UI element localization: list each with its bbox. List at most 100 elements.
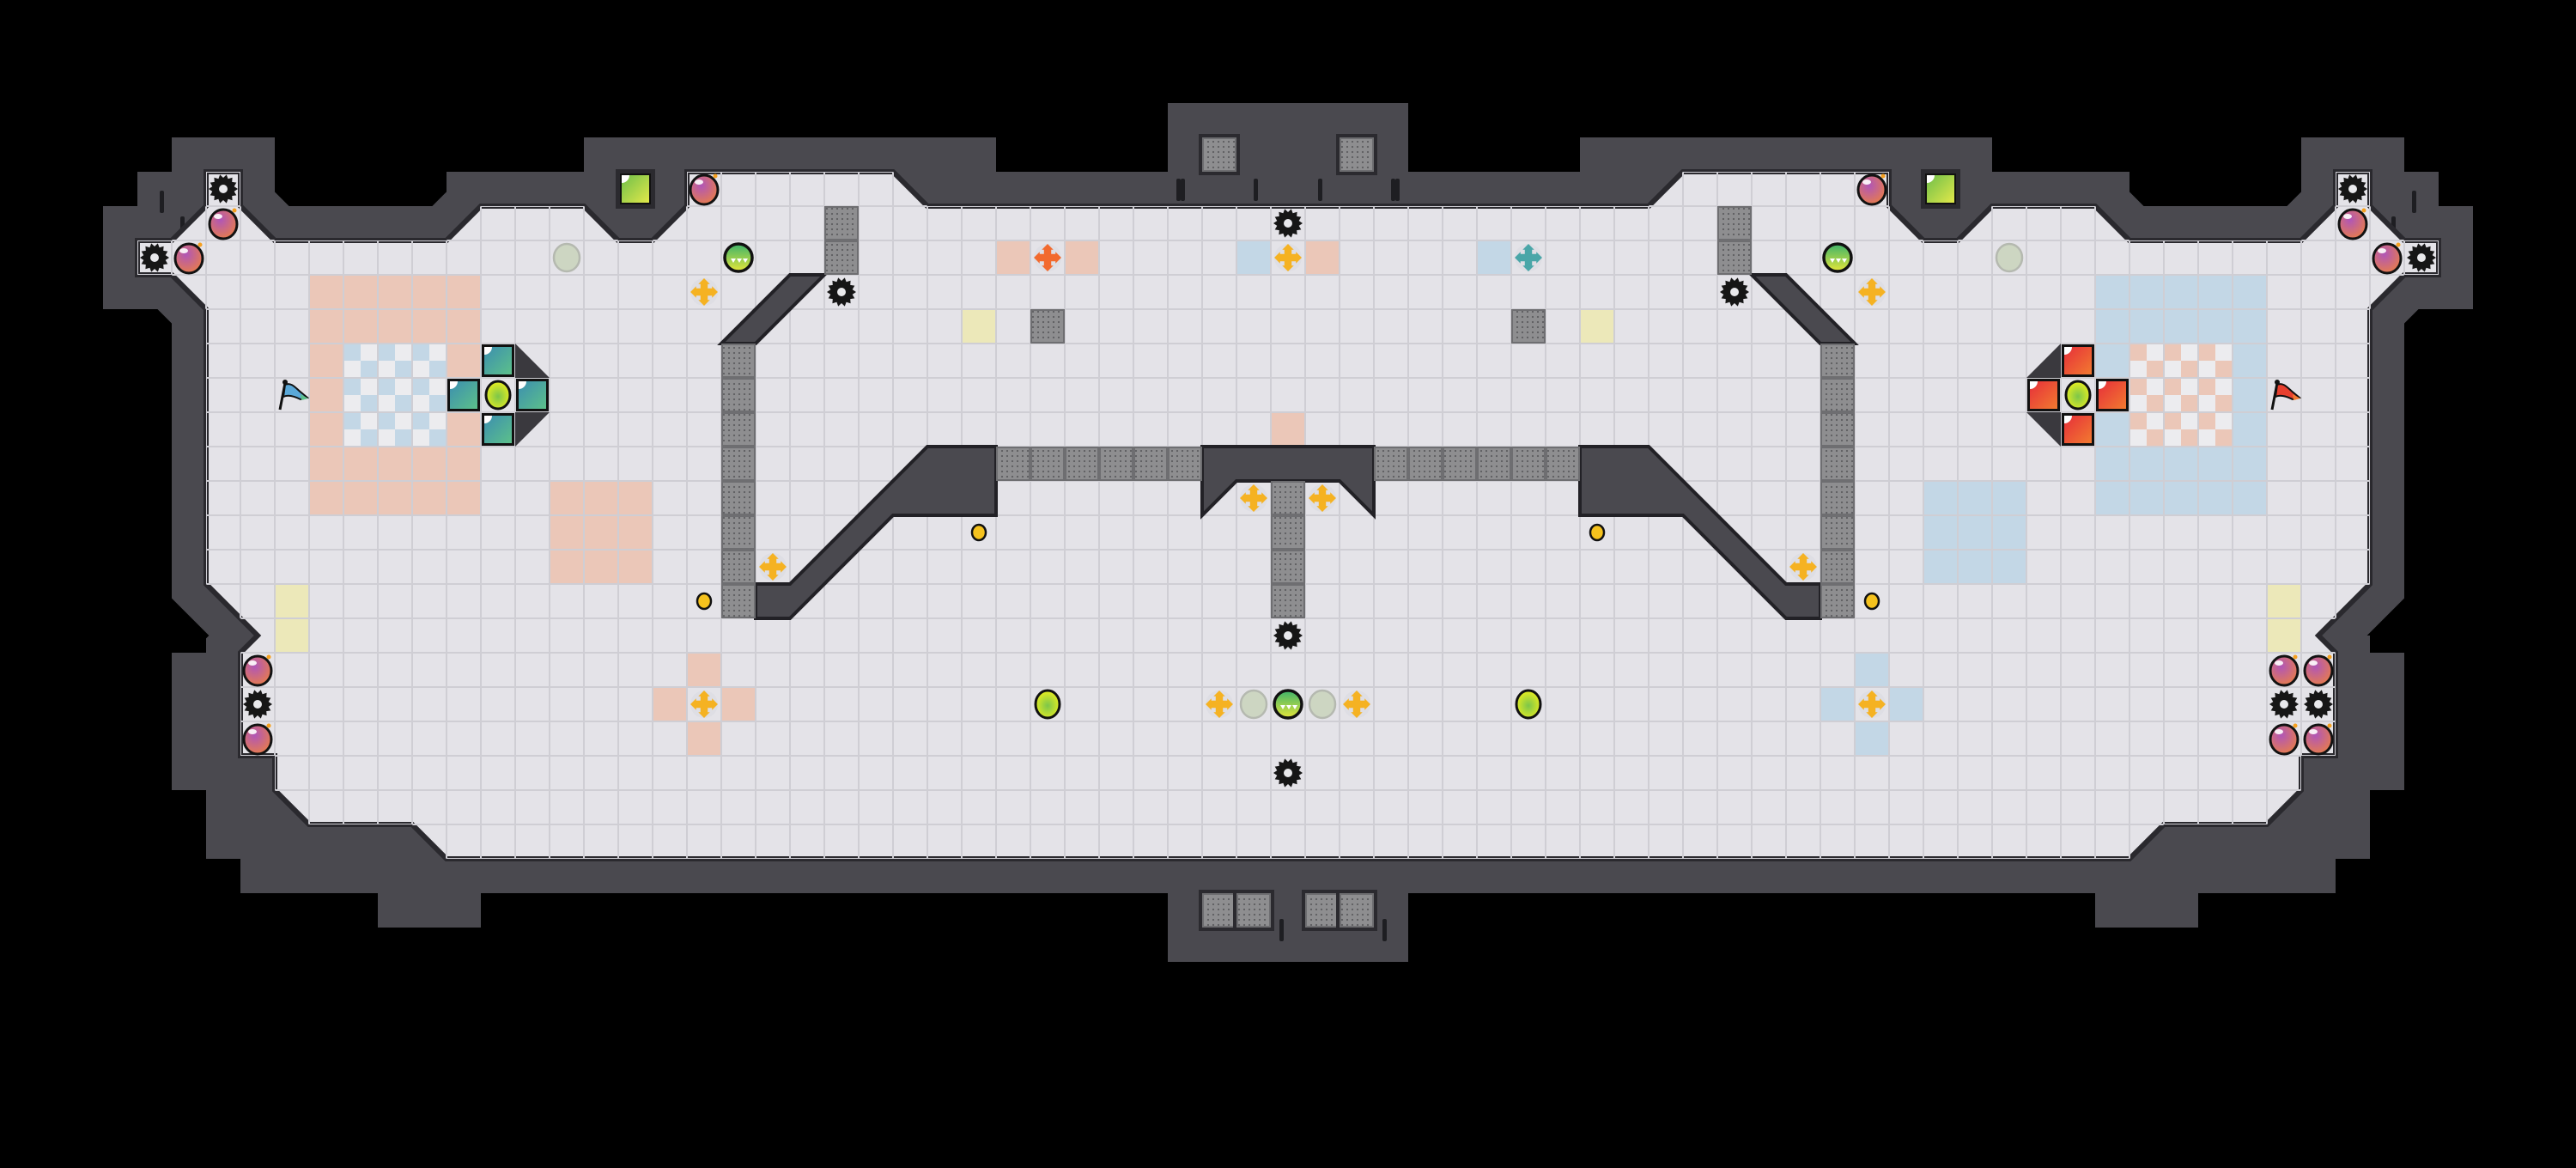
pink-zone-tile (687, 653, 721, 687)
pink-zone-tile (309, 447, 343, 481)
ghost-icon (1995, 242, 2024, 273)
blue-zone-tile (1958, 550, 1992, 584)
wall-metal-block (1202, 893, 1236, 928)
metal-block (1030, 309, 1065, 344)
red-team-block-shine (2099, 381, 2106, 389)
pink-zone-tile (447, 412, 481, 447)
checker-blue-tile-check (361, 361, 378, 378)
cross-orange-icon (1034, 244, 1061, 271)
pink-zone-tile (378, 481, 412, 515)
pink-zone-tile (309, 275, 343, 309)
metal-block (721, 378, 756, 412)
yellow-zone-tile (275, 618, 309, 653)
metal-block (1820, 412, 1855, 447)
metal-block (1168, 447, 1202, 481)
pink-zone-tile (447, 309, 481, 344)
pink-zone-tile (309, 309, 343, 344)
blue-zone-tile (2129, 309, 2164, 344)
blue-zone-tile (1923, 550, 1958, 584)
lime-ball-icon (1515, 689, 1542, 720)
key-icon (616, 169, 655, 209)
cross-yellow-icon (1309, 484, 1336, 512)
objects (140, 169, 2436, 788)
pink-zone-tile (447, 447, 481, 481)
wall-slot (1176, 179, 1181, 201)
metal-block (824, 206, 859, 240)
blue-zone-tile (2129, 275, 2164, 309)
pink-zone-tile (1271, 412, 1305, 447)
gear-icon (1720, 277, 1749, 307)
metal-block (721, 515, 756, 550)
yellow-zone-tile (2267, 584, 2301, 618)
metal-block (1717, 206, 1752, 240)
yellow-zone-tile (2267, 618, 2301, 653)
metal-block (996, 447, 1030, 481)
wall-slot (1395, 179, 1400, 201)
pink-zone-tile (412, 309, 447, 344)
checker-blue-tile-check (378, 344, 395, 361)
red-team-block-shine (2064, 347, 2072, 355)
checker-pink-tile-check (2129, 344, 2147, 361)
cross-yellow-icon (759, 553, 787, 581)
checker-pink-tile-check (2164, 344, 2181, 361)
checker-blue-tile-check (343, 412, 361, 429)
checker-pink-tile-check (2215, 395, 2233, 412)
bomb-icon (689, 173, 720, 206)
gear-icon (1273, 621, 1303, 650)
bomb-icon (2337, 208, 2368, 240)
blue-zone-tile (2233, 447, 2267, 481)
cross-yellow-icon (1240, 484, 1267, 512)
checker-pink-tile-check (2198, 378, 2215, 395)
coin-icon (970, 523, 987, 542)
pink-zone-tile (343, 481, 378, 515)
pink-zone-tile (378, 447, 412, 481)
blue-zone-tile (1992, 550, 2026, 584)
wall-slot (1318, 179, 1322, 201)
green-ball-icon (1822, 242, 1853, 273)
bomb-icon (242, 723, 273, 756)
bomb-icon (2372, 242, 2403, 275)
metal-block (721, 412, 756, 447)
bomb-icon (2269, 723, 2300, 756)
gear-icon (2304, 690, 2333, 719)
checker-pink-tile-check (2215, 361, 2233, 378)
pink-zone-tile (447, 344, 481, 378)
metal-block (1511, 447, 1546, 481)
ghost-icon (1308, 689, 1337, 720)
cross-yellow-icon (1858, 690, 1886, 718)
blue-zone-tile (1992, 481, 2026, 515)
wall-tower (2439, 206, 2473, 309)
blue-zone-tile (1923, 515, 1958, 550)
pink-zone-tile (584, 481, 618, 515)
pink-zone-tile (550, 481, 584, 515)
metal-block (721, 584, 756, 618)
checker-pink-tile-check (2198, 412, 2215, 429)
pink-zone-tile (309, 481, 343, 515)
blue-zone-tile (2164, 309, 2198, 344)
pink-zone-tile (653, 687, 687, 721)
blue-zone-tile (1820, 687, 1855, 721)
red-team-block-shine (2030, 381, 2038, 389)
checker-blue-tile-check (378, 378, 395, 395)
metal-block (1271, 584, 1305, 618)
checker-pink-tile-check (2181, 429, 2198, 447)
blue-zone-tile (2233, 412, 2267, 447)
cross-yellow-icon (1858, 278, 1886, 306)
blue-zone-tile (2164, 275, 2198, 309)
green-ball-icon (723, 242, 754, 273)
bomb-icon (173, 242, 204, 275)
blue-zone-tile (1889, 687, 1923, 721)
blue-zone-tile (2198, 447, 2233, 481)
metal-block (1820, 584, 1855, 618)
bomb-icon (2269, 654, 2300, 687)
yellow-zone-tile (962, 309, 996, 344)
metal-block (1408, 447, 1443, 481)
wall-metal-block (1340, 137, 1374, 172)
cross-yellow-icon (690, 690, 718, 718)
blue-zone-tile (2233, 275, 2267, 309)
gear-icon (2269, 690, 2299, 719)
metal-block (1030, 447, 1065, 481)
checker-blue-tile-check (361, 429, 378, 447)
blue-zone-tile (2095, 309, 2129, 344)
